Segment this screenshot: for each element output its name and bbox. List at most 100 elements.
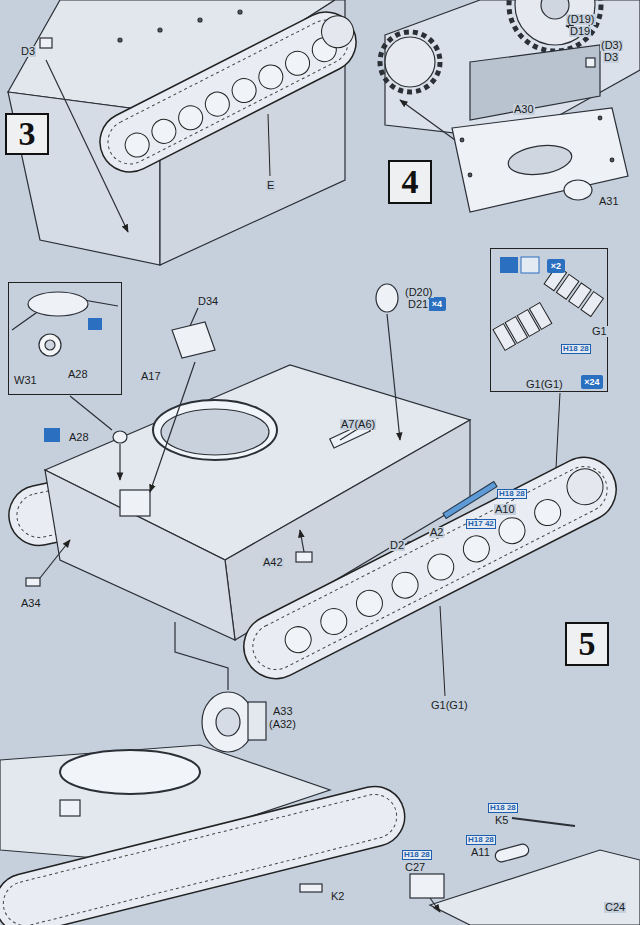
near-track-shape: [316, 604, 351, 639]
hull-rear-step4-shape: [380, 32, 440, 92]
part-number: D21: [407, 299, 429, 310]
parts-step6-shape: [300, 884, 322, 892]
step-number-box: 4: [388, 160, 432, 204]
near-track: [233, 446, 627, 689]
paint-callout: H18 28: [466, 835, 496, 845]
hull-step3-shape: [118, 38, 122, 42]
near-track-shape: [459, 531, 494, 566]
hull-step3-shape: [198, 18, 202, 22]
part-number: A17: [140, 371, 162, 382]
step-number-box: 5: [565, 622, 609, 666]
hull-step5: [26, 284, 470, 640]
quantity-text: ×24: [584, 378, 599, 387]
hull-rear-step4-shape: [515, 0, 595, 45]
track-e-shape: [255, 61, 287, 93]
hull-step5-shape: [376, 284, 398, 312]
hull-rear-step4-shape: [452, 108, 628, 212]
step-number-box: 3: [5, 113, 49, 155]
quantity-badge: ×2: [547, 259, 565, 273]
hull-rear-step4-shape: [564, 180, 592, 200]
wheel-a33-shape: [216, 708, 240, 736]
parts-step6: [300, 818, 640, 925]
part-number: G1(G1): [525, 379, 564, 390]
near-track-shape: [388, 568, 423, 603]
track-e-shape: [201, 88, 233, 120]
inset-lamp-drawing: [12, 292, 118, 356]
inset-lamp-drawing-shape: [88, 318, 102, 330]
glue-icon-shape: [521, 257, 539, 273]
track-e-shape: [148, 115, 180, 147]
inset-lamp-drawing-shape: [39, 334, 61, 356]
part-number: G1: [591, 326, 608, 337]
hull-step5-shape: [120, 490, 150, 516]
part-number: A2: [429, 527, 444, 538]
paint-callout: H18 28: [488, 803, 518, 813]
hull-rear-step4-shape: [470, 45, 600, 120]
hull-step5-shape: [113, 431, 127, 443]
track-link-detail-shape: [581, 292, 603, 317]
hull-step5-shape: [45, 470, 235, 640]
part-number: W31: [13, 375, 38, 386]
wheel-a33-shape: [175, 622, 228, 690]
hull-rear-step4-shape: [598, 116, 602, 120]
paint-callout: H18 28: [497, 489, 527, 499]
part-number: G1(G1): [430, 700, 469, 711]
step-number: 3: [19, 117, 36, 151]
paint-callout: H18 28: [402, 850, 432, 860]
parts-step6-shape: [430, 850, 640, 925]
near-track-shape: [352, 586, 387, 621]
hull-rear-step4-shape: [506, 142, 573, 179]
parts-step6-shape: [494, 843, 530, 863]
near-track-shape: [561, 463, 609, 511]
near-track-shape: [423, 550, 458, 585]
hull-step5-shape: [190, 308, 198, 326]
hull-rear-step4-shape: [385, 37, 435, 87]
hull-step5-shape: [161, 409, 269, 455]
track-e: [90, 1, 368, 182]
quantity-text: ×2: [551, 262, 561, 271]
near-track-shape: [495, 513, 530, 548]
hull-rear-step4-shape: [468, 173, 472, 177]
track-link-detail-shape: [529, 303, 551, 330]
hull-step5-shape: [296, 552, 312, 562]
hull-step5-shape: [40, 540, 70, 578]
hull-step5-shape: [172, 322, 215, 358]
part-number: D34: [197, 296, 219, 307]
wheel-a33-shape: [202, 692, 254, 752]
track-e-shape: [100, 12, 355, 171]
hull-step6-shape: [60, 750, 200, 794]
hull-step6-shape: [60, 800, 80, 816]
near-track-shape: [233, 446, 627, 689]
part-number: (D20): [404, 287, 434, 298]
leader-line: [556, 393, 560, 468]
near-track-shape: [530, 495, 565, 530]
track-step6-shape: [0, 790, 401, 925]
track-e-shape: [90, 2, 367, 183]
hull-step5-shape: [70, 396, 112, 430]
quantity-text: ×4: [432, 300, 442, 309]
part-number: A42: [262, 557, 284, 568]
part-number: K5: [494, 815, 509, 826]
leader-line: [440, 606, 445, 696]
track-link-detail: [493, 303, 552, 351]
step-number: 4: [402, 165, 419, 199]
part-number: A28: [68, 432, 90, 443]
parts-step6-shape: [410, 874, 444, 898]
hull-rear-step4-shape: [586, 58, 595, 67]
track-e-shape: [281, 47, 313, 79]
part-number: (A32): [268, 719, 297, 730]
track-step6: [0, 780, 411, 925]
leader-line: [268, 114, 270, 176]
track-e-shape: [121, 129, 153, 161]
near-track-shape: [245, 459, 615, 678]
quantity-badge: ×24: [581, 375, 603, 389]
hull-rear-step4: [380, 0, 640, 212]
hull-step5-shape: [387, 314, 400, 440]
parts-step6-shape: [430, 898, 440, 912]
glue-icon-shape: [44, 428, 60, 442]
part-number: C24: [604, 902, 626, 913]
